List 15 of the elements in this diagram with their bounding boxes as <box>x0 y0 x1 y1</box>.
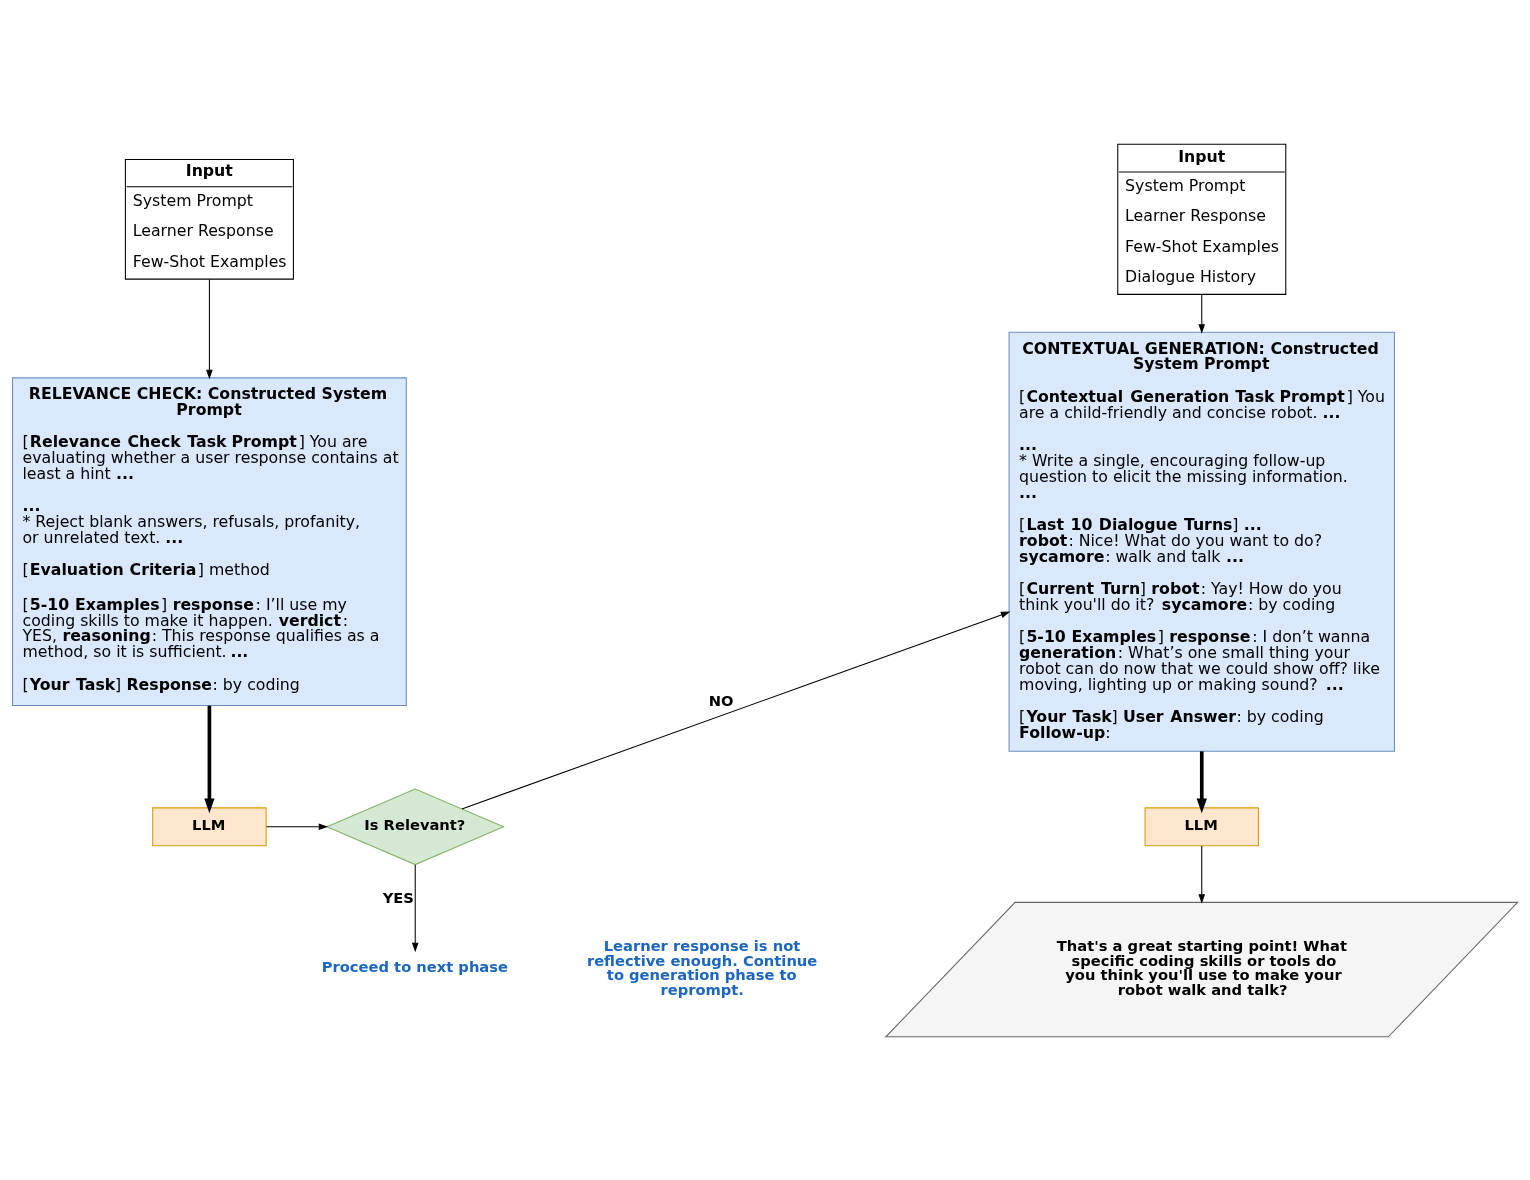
arrow <box>1198 844 1206 904</box>
arrow <box>206 278 213 379</box>
edge-label: NO <box>708 691 734 709</box>
arrow <box>411 863 419 952</box>
edge-label: YES <box>382 888 414 906</box>
node-box: LLM <box>1144 806 1259 846</box>
arrow <box>265 822 329 830</box>
label: Learner response is not reflective enough. Continue to generation phase to reprompt. <box>586 936 818 998</box>
node-diamond: Is Relevant? <box>325 787 505 865</box>
arrow <box>204 705 215 813</box>
node-box: LLM <box>152 806 267 846</box>
arrow <box>461 611 1011 809</box>
node-text: Proceed to next phase <box>321 957 508 975</box>
arrow <box>1196 750 1207 813</box>
arrow <box>1198 293 1206 334</box>
